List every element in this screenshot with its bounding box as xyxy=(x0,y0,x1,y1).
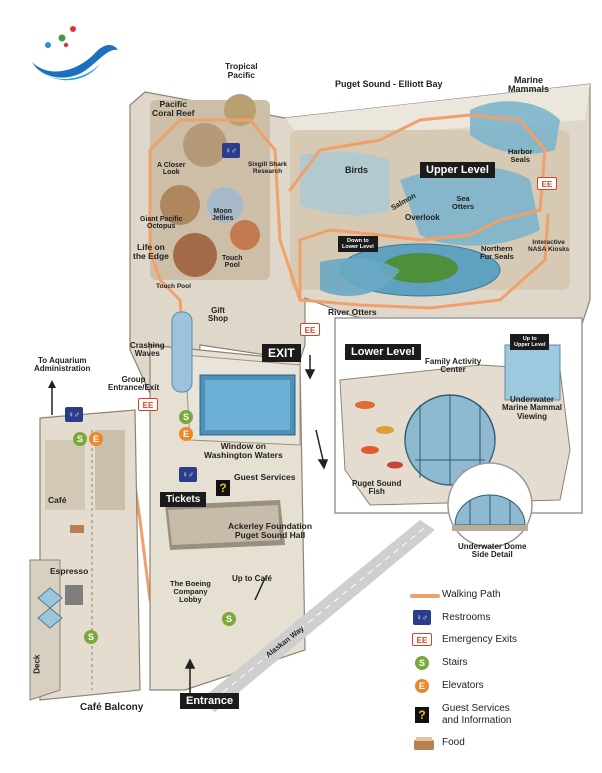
window-washington-label: Window on Washington Waters xyxy=(204,441,283,460)
dome-detail-label: Underwater Dome Side Detail xyxy=(458,542,527,560)
up-to-upper-label: Up to Upper Level xyxy=(510,334,550,351)
up-to-cafe-label: Up to Café xyxy=(232,574,272,583)
emergency-exit-icon: EE xyxy=(412,633,432,646)
legend-label: Emergency Exits xyxy=(442,633,518,645)
lower-level-label: Lower Level xyxy=(345,344,421,360)
overlook-label: Overlook xyxy=(405,213,440,222)
river-otters-label: River Otters xyxy=(328,307,377,317)
legend-guest-services: ? Guest Services and Information xyxy=(410,703,512,726)
aquarium-logo xyxy=(32,26,118,81)
stairs-icon: S xyxy=(73,432,87,446)
touch-pool-2-label: Touch Pool xyxy=(156,283,191,290)
stairs-icon: S xyxy=(415,656,429,670)
tropical-pacific-label: Tropical Pacific xyxy=(225,61,258,80)
northern-fur-seals-label: Northern Fur Seals xyxy=(480,244,514,261)
group-entrance-label: Group Entrance/Exit xyxy=(108,375,160,393)
upper-level-label: Upper Level xyxy=(420,162,495,178)
espresso-label: Espresso xyxy=(50,566,89,576)
ackerley-label: Ackerley Foundation Puget Sound Hall xyxy=(228,521,313,540)
exit-label: EXIT xyxy=(262,344,301,362)
stairs-icon: S xyxy=(179,410,193,424)
tickets-label: Tickets xyxy=(160,492,207,507)
emergency-exit-icon: EE xyxy=(537,177,557,190)
legend-food: Food xyxy=(410,737,465,749)
stairs-icon: S xyxy=(222,612,236,626)
marine-viewing-label: Underwater Marine Mammal Viewing xyxy=(502,395,563,421)
giant-octopus-label: Giant Pacific Octopus xyxy=(140,216,183,231)
touch-pool-1-label: Touch Pool xyxy=(222,255,243,270)
guest-services-label: Guest Services xyxy=(234,472,296,482)
restroom-icon: ♀♂ xyxy=(222,143,240,158)
cafe-label: Café xyxy=(48,495,67,505)
down-to-lower-label: Down to Lower Level xyxy=(338,236,378,253)
a-closer-look-label: A Closer Look xyxy=(157,162,186,177)
nasa-kiosks-label: Interactive NASA Kiosks xyxy=(528,239,570,253)
restroom-icon: ♀♂ xyxy=(413,610,431,625)
life-on-edge-label: Life on the Edge xyxy=(133,242,169,261)
legend-label: Walking Path xyxy=(442,589,501,600)
direction-arrows xyxy=(184,355,329,695)
deck-label: Deck xyxy=(32,654,42,674)
legend-walking-path: Walking Path xyxy=(410,589,501,601)
dome-detail xyxy=(447,462,533,548)
elevator-icon: E xyxy=(415,679,429,693)
entrance-label: Entrance xyxy=(180,693,240,709)
elevator-icon: E xyxy=(89,432,103,446)
marine-mammals-label: Marine Mammals xyxy=(508,75,550,95)
emergency-exit-icon: EE xyxy=(300,323,320,336)
restroom-icon: ♀♂ xyxy=(65,407,83,422)
sixgill-label: Sixgill Shark Research xyxy=(248,161,288,175)
boeing-lobby-label: The Boeing Company Lobby xyxy=(170,579,211,604)
legend-restrooms: ♀♂ Restrooms xyxy=(410,610,490,625)
legend-label: Elevators xyxy=(442,680,484,692)
legend-label: Restrooms xyxy=(442,611,491,623)
gift-shop-label: Gift Shop xyxy=(208,306,228,324)
sea-otters-label: Sea Otters xyxy=(452,194,475,211)
cafe-balcony-label: Café Balcony xyxy=(80,702,144,713)
moon-jellies-label: Moon Jellies xyxy=(212,208,234,223)
birds-label: Birds xyxy=(345,165,369,175)
puget-fish-label: Puget Sound Fish xyxy=(352,479,402,497)
crashing-waves-label: Crashing Waves xyxy=(130,341,165,359)
legend-label: Stairs xyxy=(442,657,468,669)
puget-sound-label: Puget Sound - Elliott Bay xyxy=(335,79,443,89)
guest-services-icon: ? xyxy=(415,706,429,723)
cafe-building xyxy=(29,380,141,701)
restroom-icon: ♀♂ xyxy=(179,467,197,482)
to-admin-label: To Aquarium Administration xyxy=(34,356,91,374)
legend-stairs: S Stairs xyxy=(410,656,468,670)
elevator-icon: E xyxy=(179,427,193,441)
emergency-exit-icon: EE xyxy=(138,398,158,411)
legend-emergency-exits: EE Emergency Exits xyxy=(410,633,517,646)
guest-services-icon: ? xyxy=(216,480,230,496)
harbor-seals-label: Harbor Seals xyxy=(508,147,533,164)
legend-label: Food xyxy=(442,737,465,748)
pacific-coral-reef-label: Pacific Coral Reef xyxy=(152,99,195,118)
legend-elevators: E Elevators xyxy=(410,679,484,693)
stairs-icon: S xyxy=(84,630,98,644)
family-center-label: Family Activity Center xyxy=(425,357,482,375)
legend-label: Guest Services and Information xyxy=(442,703,512,726)
